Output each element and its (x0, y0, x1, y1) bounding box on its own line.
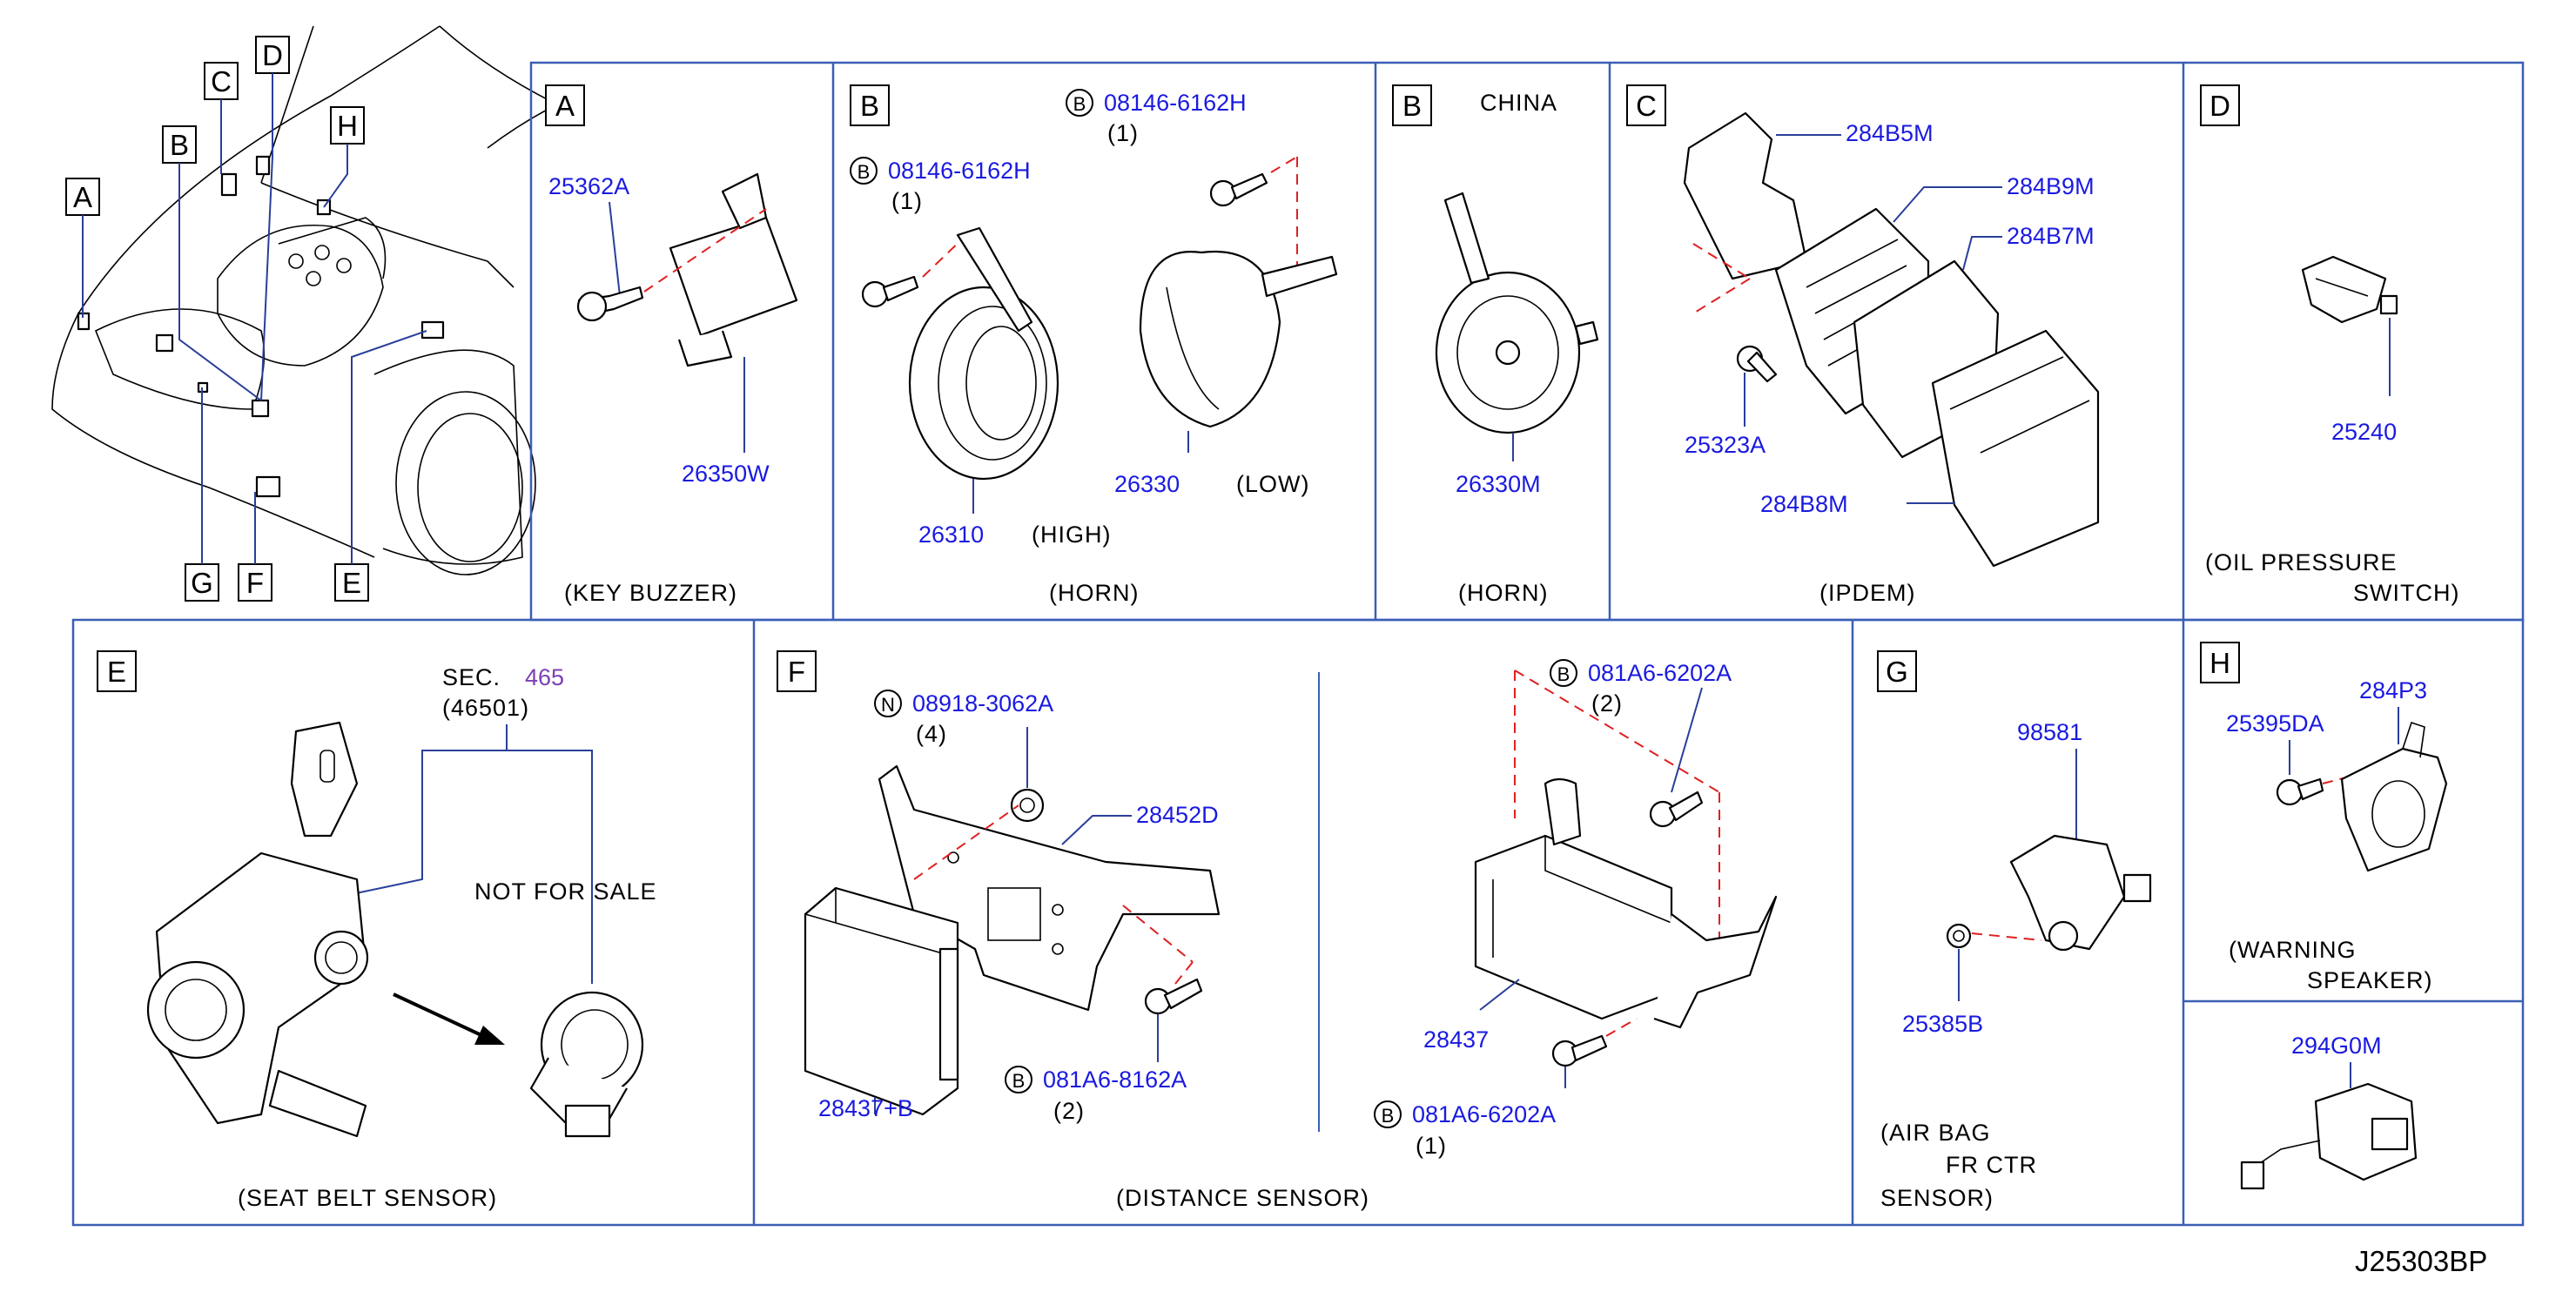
part-28452d: 28452D (1136, 802, 1219, 828)
panel-b-letter: B (860, 90, 879, 122)
label-high: (HIGH) (1032, 522, 1111, 548)
part-284b5m: 284B5M (1846, 120, 1934, 146)
panel-h-letter: H (2209, 647, 2230, 679)
panel-e-caption: (SEAT BELT SENSOR) (238, 1185, 497, 1211)
bolt-b-marker-1: B (858, 161, 871, 183)
part-284p3: 284P3 (2359, 677, 2427, 703)
part-28437-b: 28437+B (818, 1095, 913, 1121)
bolt-c-qty: (1) (1416, 1133, 1447, 1159)
part-26310: 26310 (918, 522, 984, 548)
callout-g: G (191, 567, 213, 599)
bolt-top-qty: (1) (1107, 120, 1139, 146)
panel-b-china: B CHINA 26330M (HORN) (1392, 84, 1599, 606)
panel-h-warning-speaker: H 284P3 25395DA (WARNING SPEAKER) 294G0M (2200, 642, 2448, 1190)
callout-e: E (342, 567, 361, 599)
panel-a-caption: (KEY BUZZER) (564, 580, 737, 606)
label-low: (LOW) (1236, 471, 1309, 497)
panel-g-caption-3: SENSOR) (1880, 1185, 1994, 1211)
part-294g0m: 294G0M (2291, 1033, 2382, 1059)
panel-g-caption-2: FR CTR (1946, 1152, 2037, 1178)
part-26330: 26330 (1114, 471, 1180, 497)
panel-b-caption: (HORN) (1049, 580, 1139, 606)
part-25323a: 25323A (1685, 432, 1766, 458)
nut-n-marker: N (881, 694, 895, 716)
panel-b2-title: CHINA (1480, 90, 1557, 116)
bolt-qty: (1) (891, 188, 923, 214)
part-08146-6162h: 08146-6162H (888, 158, 1031, 184)
callout-c: C (211, 65, 232, 98)
panel-b-horn: B B 08146-6162H (1) B 08146-6162H (1) 26… (850, 84, 1338, 606)
sec-sub: (46501) (442, 695, 529, 721)
diagram-code: J25303BP (2355, 1245, 2487, 1277)
bolt-b-marker-2: B (1073, 93, 1086, 115)
panel-d-caption-1: (OIL PRESSURE (2205, 549, 2398, 575)
panel-d-letter: D (2209, 90, 2230, 122)
part-26350w: 26350W (682, 461, 770, 487)
panel-a-letter: A (555, 90, 575, 122)
part-25362a: 25362A (548, 173, 629, 199)
part-284b9m: 284B9M (2007, 173, 2095, 199)
panel-f-letter: F (788, 656, 805, 688)
bolt-b-marker: B (1557, 663, 1570, 685)
panel-c-caption: (IPDEM) (1819, 580, 1916, 606)
panel-g-letter: G (1886, 656, 1908, 688)
panel-e-letter: E (107, 656, 126, 688)
part-081a6-6202a: 081A6-6202A (1412, 1101, 1556, 1127)
part-08918-3062a: 08918-3062A (912, 690, 1053, 717)
panel-d-caption-2: SWITCH) (2353, 580, 2459, 606)
part-98581: 98581 (2017, 719, 2082, 745)
panel-g-air-bag-sensor: G 98581 25385B (AIR BAG FR CTR SENSOR) (1877, 650, 2152, 1211)
panel-g-caption-1: (AIR BAG (1880, 1120, 1991, 1146)
not-for-sale: NOT FOR SALE (474, 878, 657, 905)
part-284b8m: 284B8M (1760, 491, 1848, 517)
panel-b2-letter: B (1402, 90, 1422, 122)
part-08146-6162h-top: 08146-6162H (1104, 90, 1247, 116)
part-25395da: 25395DA (2226, 710, 2324, 737)
panel-f-caption: (DISTANCE SENSOR) (1116, 1185, 1369, 1211)
sec-label: SEC. (442, 664, 501, 690)
callout-h: H (337, 110, 358, 142)
panel-c-ipdem: C 284B5M 284B9M 284B7M 25323A 284B8M (IP… (1626, 84, 2100, 606)
vehicle-overview (51, 25, 559, 575)
bolt-a-qty: (2) (1053, 1098, 1085, 1124)
panel-a: A 25362A 26350W (KEY BUZZER) (545, 84, 798, 606)
panel-h-caption-2: SPEAKER) (2307, 967, 2433, 993)
callout-b: B (170, 129, 189, 161)
part-28437: 28437 (1423, 1026, 1489, 1053)
part-284b7m: 284B7M (2007, 223, 2095, 249)
part-26330m: 26330M (1456, 471, 1541, 497)
bolt-b-qty: (2) (1591, 690, 1623, 717)
panel-b2-caption: (HORN) (1458, 580, 1548, 606)
panel-d-oil-switch: D 25240 (OIL PRESSURE SWITCH) (2200, 84, 2459, 606)
bolt-a-marker: B (1012, 1070, 1026, 1092)
overview-callouts: A B C D H G F E (65, 36, 427, 602)
panel-c-letter: C (1636, 90, 1657, 122)
bolt-c-marker: B (1382, 1105, 1395, 1127)
callout-a: A (73, 181, 92, 213)
panel-e-seat-belt: E SEC. 465 (46501) NOT FOR SALE (SEAT BE… (97, 650, 657, 1211)
callout-d: D (262, 39, 283, 71)
panel-h-caption-1: (WARNING (2229, 937, 2356, 963)
callout-f: F (246, 567, 264, 599)
panel-f-distance-sensor: F N 08918-3062A (4) 28452D 28437+B B 081… (777, 650, 1778, 1211)
nut-qty: (4) (916, 721, 947, 747)
part-25240: 25240 (2331, 419, 2397, 445)
part-25385b: 25385B (1902, 1011, 1983, 1037)
part-081a6-8162a: 081A6-8162A (1043, 1067, 1187, 1093)
panel-grid (71, 61, 2525, 1227)
part-081a6-6202a-top: 081A6-6202A (1588, 660, 1732, 686)
sec-number: 465 (525, 664, 564, 690)
